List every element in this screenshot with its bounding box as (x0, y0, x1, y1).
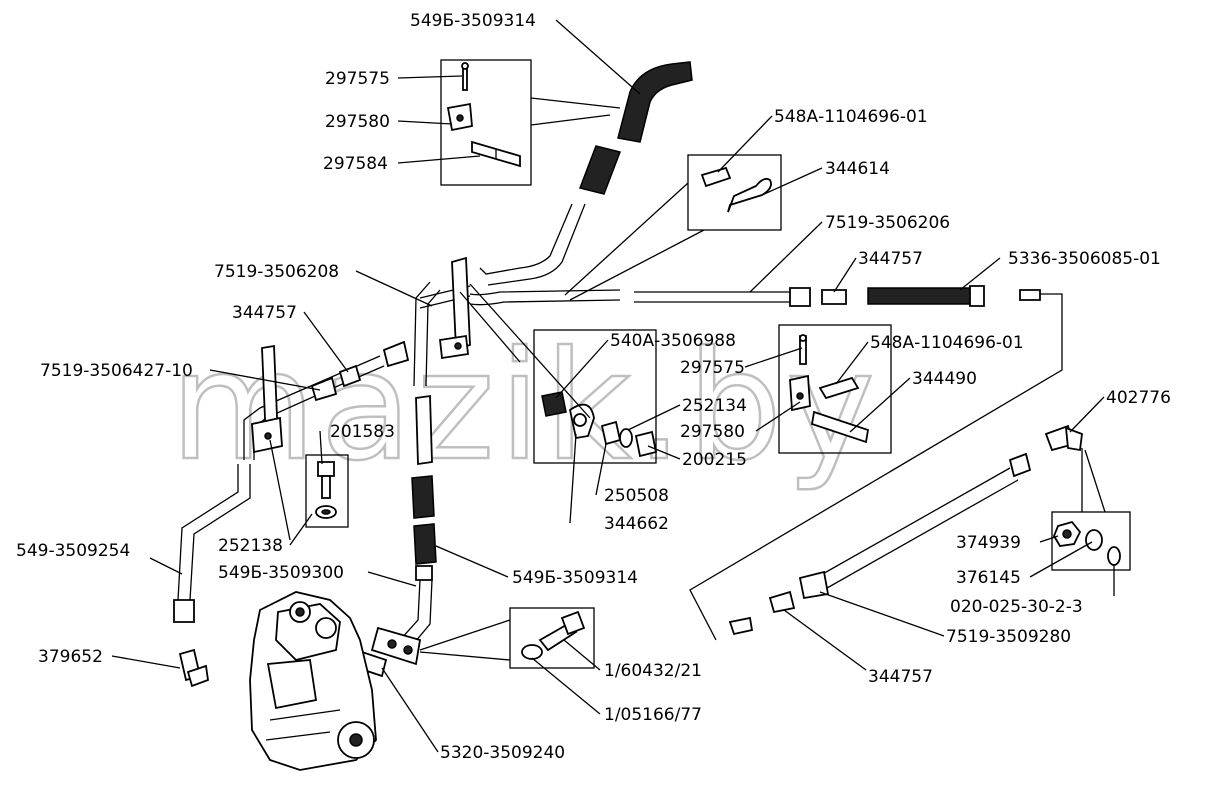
label-5336-3506085-01: 5336-3506085-01 (1008, 249, 1161, 269)
label-297575-middle: 297575 (680, 358, 745, 378)
label-7519-3506206: 7519-3506206 (825, 213, 950, 233)
pipe-7519-3506206 (469, 287, 847, 307)
fitting-379652 (178, 648, 209, 688)
label-549b-3509314-bottom: 549Б-3509314 (512, 568, 638, 588)
label-344490: 344490 (912, 369, 977, 389)
labels: 549Б-3509314 297575 297580 297584 548А-1… (16, 11, 1171, 763)
label-7519-3506427-10: 7519-3506427-10 (40, 361, 193, 381)
label-344614: 344614 (825, 159, 890, 179)
label-297575-top: 297575 (325, 69, 390, 89)
label-549-3509254: 549-3509254 (16, 541, 130, 561)
label-020-025-30-2-3: 020-025-30-2-3 (950, 597, 1083, 617)
label-344662: 344662 (604, 514, 669, 534)
label-201583: 201583 (330, 422, 395, 442)
label-252134: 252134 (682, 396, 747, 416)
label-344757-top-right: 344757 (858, 249, 923, 269)
label-7519-3506208: 7519-3506208 (214, 262, 339, 282)
pipe-549-3509254 (173, 464, 251, 623)
label-297580-top: 297580 (325, 112, 390, 132)
label-1-60432-21: 1/60432/21 (604, 661, 702, 681)
label-297580-middle: 297580 (680, 422, 745, 442)
detail-box-clamp-middle (533, 329, 657, 464)
detail-box-clamp-top-left (440, 59, 621, 186)
hose-5336-3506085-01 (867, 285, 1041, 307)
fittings-middle (600, 420, 658, 458)
label-1-05166-77: 1/05166/77 (604, 705, 702, 725)
label-344757-bottom: 344757 (868, 667, 933, 687)
leader-lines (111, 19, 1115, 753)
label-200215: 200215 (682, 450, 747, 470)
label-297584: 297584 (323, 154, 388, 174)
detail-box-clamp-right (778, 324, 892, 454)
detail-box-fitting-right (1051, 448, 1131, 571)
label-402776: 402776 (1106, 388, 1171, 408)
label-549b-3509314-top: 549Б-3509314 (410, 11, 536, 31)
label-548a-1104696-01-top: 548А-1104696-01 (774, 107, 928, 127)
bracket-left (251, 344, 283, 454)
label-344757-left: 344757 (232, 303, 297, 323)
label-374939: 374939 (956, 533, 1021, 553)
label-5320-3509240: 5320-3509240 (440, 743, 565, 763)
hose-top (578, 61, 693, 195)
detail-box-bolt-left (305, 454, 349, 528)
label-540a-3506988: 540А-3506988 (610, 331, 736, 351)
watermark: mazik.by (170, 320, 879, 494)
connector-line-right (689, 293, 1063, 641)
detail-box-bolt-bottom (419, 607, 595, 669)
pipe-7519-3509280 (768, 452, 1032, 614)
label-549b-3509300: 549Б-3509300 (218, 563, 344, 583)
bracket-main (439, 256, 471, 360)
fitting-402776 (1044, 424, 1083, 452)
pipe-vertical-lower (399, 394, 437, 649)
label-250508: 250508 (604, 486, 669, 506)
label-548a-1104696-01-right: 548А-1104696-01 (870, 333, 1024, 353)
label-379652: 379652 (38, 647, 103, 667)
compressor-body (249, 591, 377, 771)
label-252138: 252138 (218, 536, 283, 556)
label-376145: 376145 (956, 568, 1021, 588)
label-7519-3509280: 7519-3509280 (946, 627, 1071, 647)
